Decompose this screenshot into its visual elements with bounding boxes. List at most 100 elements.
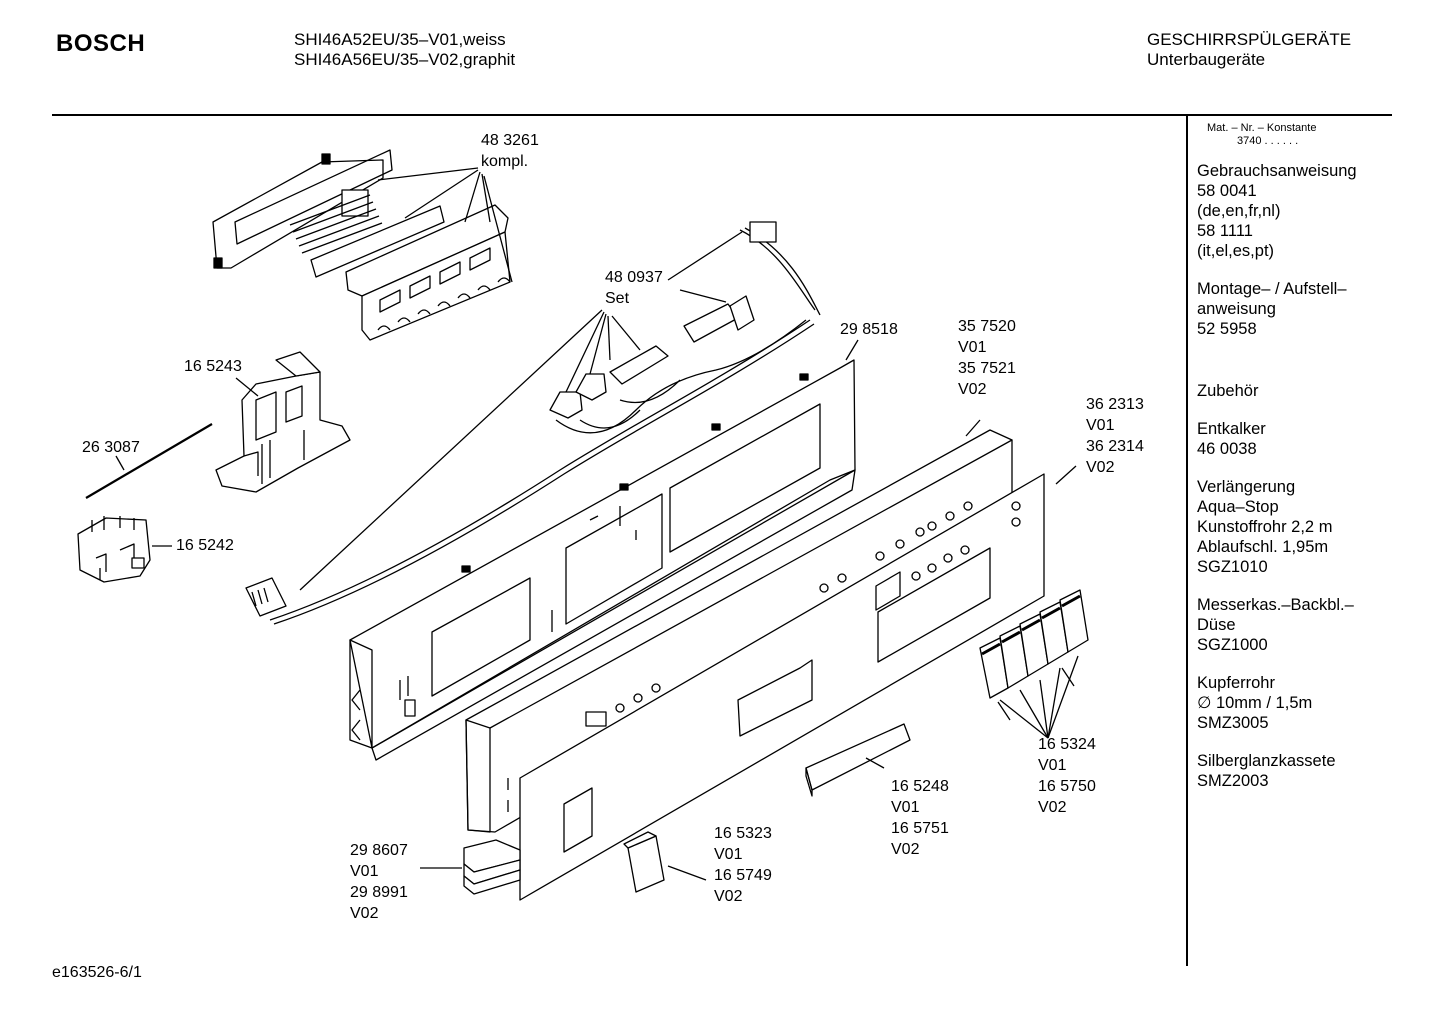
sidebar-line: anweisung [1197,300,1276,318]
knob-drawing [623,831,665,893]
part-note: Set [605,290,630,307]
sidebar-section-descaler: Entkalker 46 0038 [1197,419,1392,459]
leader-362313 [1055,465,1077,485]
part-note: kompl. [481,153,529,170]
leader-357520 [965,419,981,437]
part-number: 29 8518 [840,321,898,338]
sidebar-line: Aqua–Stop [1197,498,1279,516]
sidebar-section-copper: Kupferrohr ∅ 10mm / 1,5m SMZ3005 [1197,673,1392,733]
part-number: 35 7520 [958,318,1016,335]
rod-drawing [85,423,213,499]
sidebar-section-extension: Verlängerung Aqua–Stop Kunstoffrohr 2,2 … [1197,477,1392,577]
leader-480937 [299,231,743,591]
wire-harness-drawing [245,221,821,625]
part-number: 16 5248 [891,778,949,795]
sidebar-line: Ablaufschl. 1,95m [1197,538,1329,556]
part-number: 48 0937 [605,269,663,286]
sidebar-line: Gebrauchsanweisung [1197,162,1357,180]
part-variant: V01 [714,846,743,863]
part-label-165323: 16 5323 V01 16 5749 V02 [714,823,772,907]
sidebar-line: ∅ 10mm / 1,5m [1197,694,1313,712]
leader-165324 [997,655,1079,739]
sidebar-section-install: Montage– / Aufstell– anweisung 52 5958 [1197,279,1392,339]
part-number: 16 5324 [1038,736,1096,753]
part-variant: V01 [891,799,920,816]
sidebar-line: 52 5958 [1197,320,1257,338]
sidebar-line: Verlängerung [1197,478,1296,496]
leader-165323 [667,865,707,881]
category: GESCHIRRSPÜLGERÄTE Unterbaugeräte [1147,30,1351,70]
part-variant: V02 [958,381,987,398]
part-variant: V02 [891,841,920,858]
sidebar-section-manual: Gebrauchsanweisung 58 0041 (de,en,fr,nl)… [1197,161,1392,261]
part-number: 36 2314 [1086,438,1144,455]
sidebar-divider [1186,116,1188,966]
control-module-drawing [212,149,511,341]
part-variant: V02 [1086,459,1115,476]
foam-pads-drawing [463,839,521,895]
part-label-298607: 29 8607 V01 29 8991 V02 [350,840,408,924]
part-number: 36 2313 [1086,396,1144,413]
sidebar-line: Montage– / Aufstell– [1197,280,1347,298]
part-label-165248: 16 5248 V01 16 5751 V02 [891,776,949,860]
leader-263087 [115,455,125,471]
leader-483261 [377,167,513,283]
part-label-362313: 36 2313 V01 36 2314 V02 [1086,394,1144,478]
sidebar-line: Kunstoffrohr 2,2 m [1197,518,1333,536]
sidebar-line: Kupferrohr [1197,674,1275,692]
sidebar-line: 58 1111 [1197,222,1253,240]
mat-const: 3740 . . . . . . [1237,135,1299,147]
sidebar-line: Entkalker [1197,420,1266,438]
part-variant: V01 [958,339,987,356]
part-variant: V02 [350,905,379,922]
header-divider [52,114,1392,116]
program-buttons-drawing [979,589,1089,699]
part-number: 16 5750 [1038,778,1096,795]
switch-drawing [77,516,151,583]
leader-165248 [865,757,885,769]
category-sub: Unterbaugeräte [1147,50,1266,69]
leader-165243 [235,377,259,397]
button-holes [615,501,1021,713]
sidebar: Mat. – Nr. – Konstante 3740 . . . . . . … [1197,122,1392,791]
brand-logo-text: BOSCH [56,30,146,57]
part-label-483261: 48 3261 kompl. [481,130,539,172]
sidebar-section-accessories: Zubehör [1197,381,1392,401]
sidebar-line: SGZ1000 [1197,636,1268,654]
sidebar-line: Silberglanzkassete [1197,752,1336,770]
part-label-165324: 16 5324 V01 16 5750 V02 [1038,734,1096,818]
sidebar-line: Messerkas.–Backbl.– [1197,596,1354,614]
part-variant: V02 [1038,799,1067,816]
sidebar-section-cutlery: Messerkas.–Backbl.– Düse SGZ1000 [1197,595,1392,655]
part-label-263087: 26 3087 [82,437,140,458]
mat-nr-header: Mat. – Nr. – Konstante 3740 . . . . . . [1197,122,1392,148]
part-number: 16 5749 [714,867,772,884]
part-variant: V01 [350,863,379,880]
part-number: 16 5751 [891,820,949,837]
part-number: 16 5243 [184,358,242,375]
model-1: SHI46A52EU/35–V01,weiss [294,30,506,49]
part-label-357520: 35 7520 V01 35 7521 V02 [958,316,1016,400]
sidebar-line: (de,en,fr,nl) [1197,202,1281,220]
part-number: 16 5323 [714,825,772,842]
part-label-480937: 48 0937 Set [605,267,663,309]
panel-frame-drawing [349,359,856,761]
sidebar-line: 46 0038 [1197,440,1257,458]
part-variant: V01 [1086,417,1115,434]
front-fascia-drawing [465,429,1045,901]
handle-strip-drawing [805,723,911,797]
model-list: SHI46A52EU/35–V01,weiss SHI46A56EU/35–V0… [294,30,515,70]
document-id: e163526-6/1 [52,964,142,981]
model-2: SHI46A56EU/35–V02,graphit [294,50,516,69]
part-number: 16 5242 [176,537,234,554]
part-number: 29 8991 [350,884,408,901]
part-label-298518: 29 8518 [840,319,898,340]
sidebar-line: 58 0041 [1197,182,1257,200]
part-variant: V02 [714,888,743,905]
part-label-165243: 16 5243 [184,356,242,377]
sidebar-line: Zubehör [1197,382,1259,400]
part-number: 26 3087 [82,439,140,456]
leader-298518 [845,339,859,361]
sidebar-line: SGZ1010 [1197,558,1268,576]
sidebar-line: (it,el,es,pt) [1197,242,1275,260]
